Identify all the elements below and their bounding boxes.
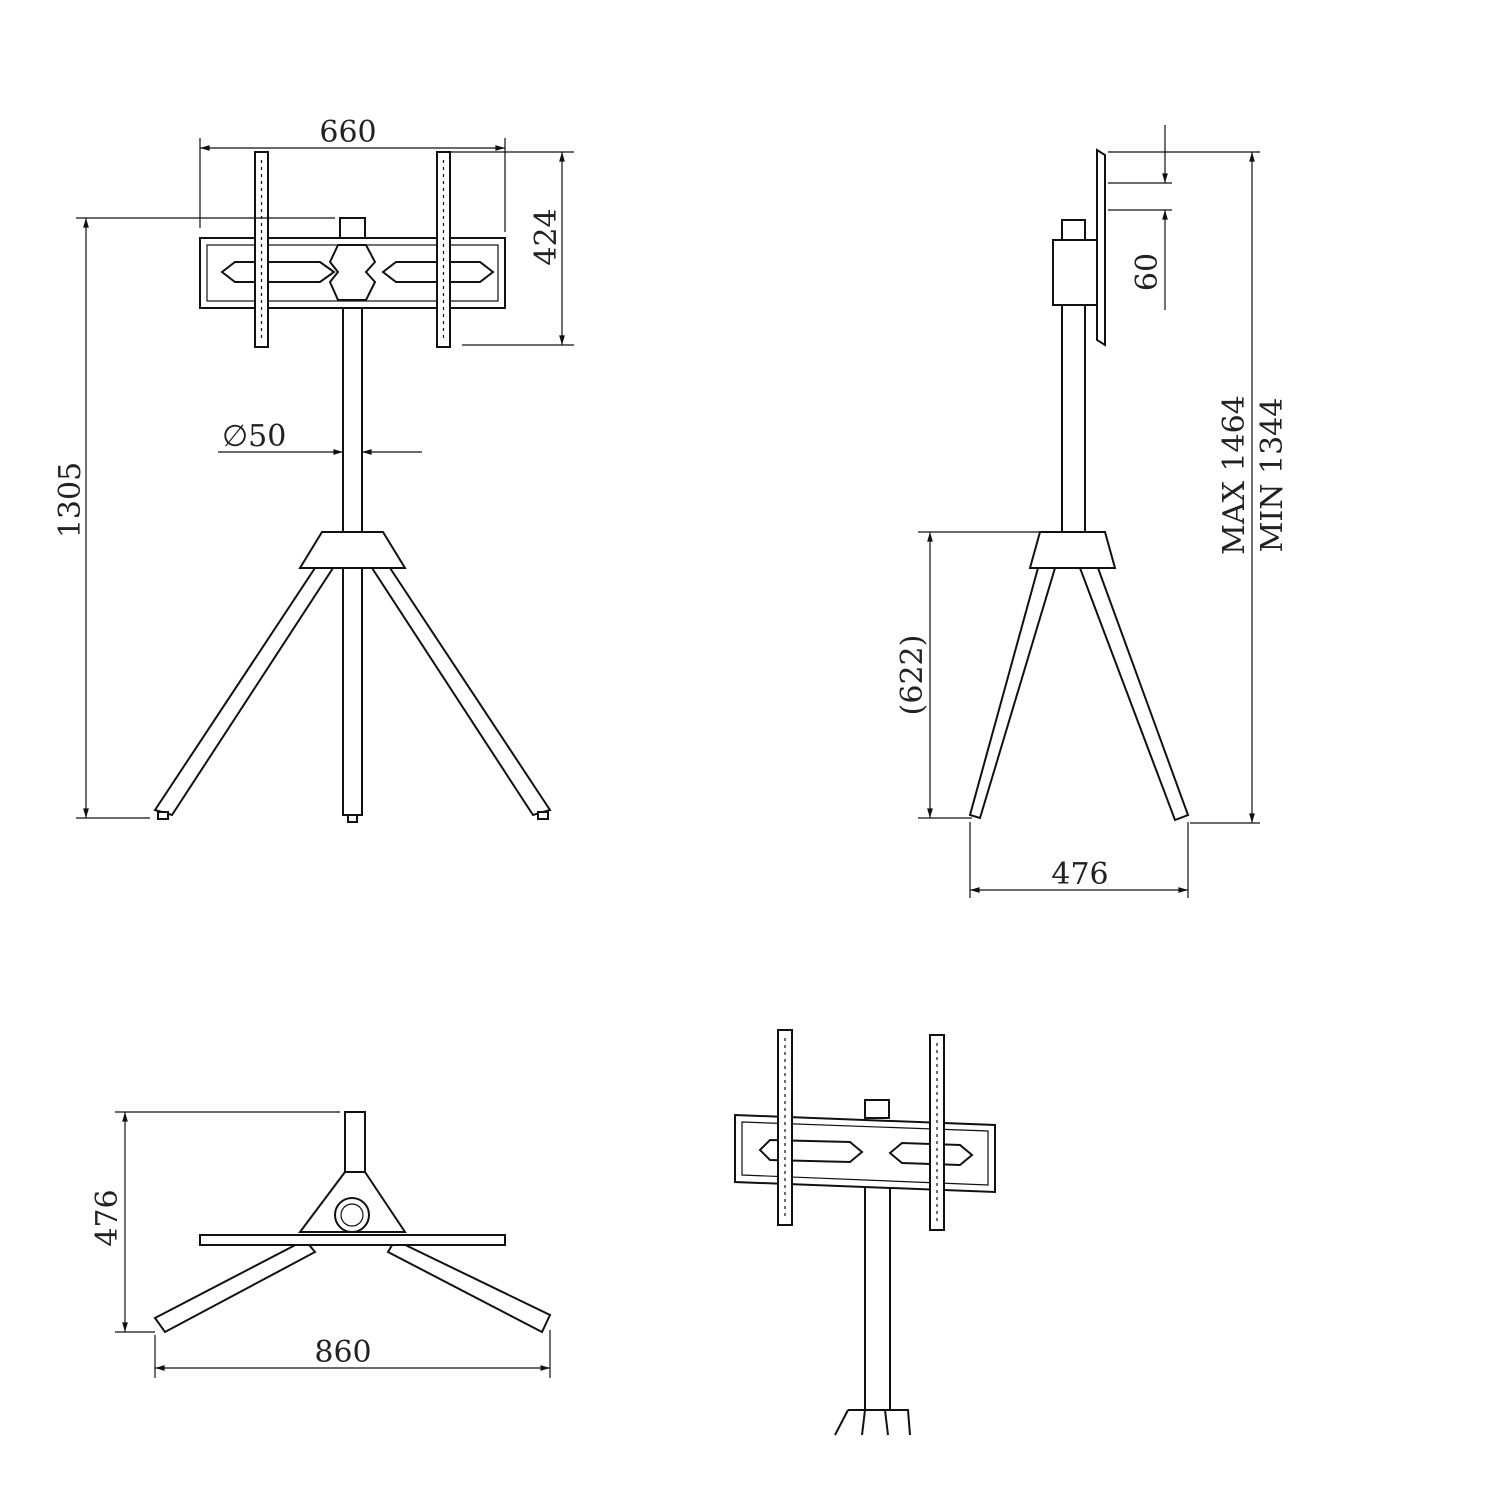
dim-label-max: MAX 1464 — [1217, 395, 1252, 555]
dim-label-476-side: 476 — [1051, 857, 1108, 892]
perspective-view — [734, 1029, 996, 1436]
dim-label-622: (622) — [895, 635, 930, 716]
side-leg-front — [968, 567, 1057, 820]
pole-top-cap — [339, 217, 366, 241]
dim-label-476-top: 476 — [90, 1189, 125, 1246]
dim-label-diameter: ∅50 — [222, 419, 286, 454]
side-vesa-plate — [1096, 148, 1106, 347]
pole — [342, 307, 363, 533]
top-plate — [199, 1234, 506, 1246]
top-view: 476 860 — [90, 1111, 552, 1378]
leg-center — [342, 567, 363, 816]
dim-label-860: 860 — [314, 1335, 371, 1370]
side-view: 60 MAX 1464 MIN 1344 (622) 476 — [895, 125, 1290, 898]
side-bracket — [1052, 239, 1099, 306]
leg-left — [153, 567, 335, 817]
dim-label-min: MIN 1344 — [1255, 398, 1290, 553]
mounting-plate — [199, 237, 506, 309]
perspective-rail-left — [777, 1029, 793, 1226]
side-leg-back — [1078, 567, 1190, 822]
leg-right — [370, 567, 552, 817]
top-leg-right — [386, 1238, 552, 1334]
top-leg-left — [153, 1238, 317, 1334]
perspective-pole — [864, 1184, 891, 1411]
dim-label-660: 660 — [319, 115, 376, 150]
vesa-rail-left — [254, 151, 269, 348]
perspective-rail-right — [929, 1034, 945, 1231]
dim-label-60: 60 — [1130, 253, 1165, 291]
front-view: 660 424 1305 ∅50 — [53, 115, 574, 823]
plate-slot-left — [220, 261, 336, 283]
dim-label-424: 424 — [529, 208, 564, 265]
plate-slot-right — [381, 261, 495, 283]
dim-label-1305: 1305 — [53, 462, 88, 538]
leg-hub — [298, 531, 407, 569]
